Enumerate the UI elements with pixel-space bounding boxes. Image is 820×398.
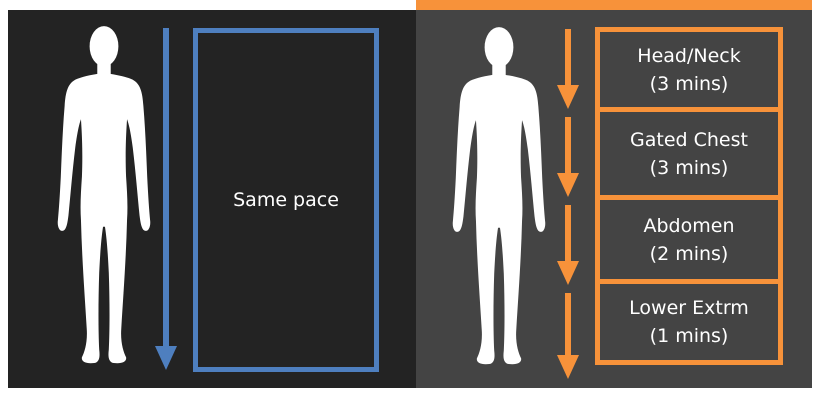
region-box-abdomen: Abdomen (2 mins) bbox=[595, 200, 783, 284]
variable-pace-panel: Head/Neck (3 mins) Gated Chest (3 mins) … bbox=[416, 0, 812, 388]
human-silhouette-icon bbox=[56, 23, 152, 369]
arrow-down-icon bbox=[557, 293, 579, 379]
arrow-down-icon bbox=[557, 117, 579, 197]
region-box-lower-extremity: Lower Extrm (1 mins) bbox=[595, 284, 783, 365]
human-silhouette-icon bbox=[451, 24, 547, 370]
region-box-head-neck: Head/Neck (3 mins) bbox=[595, 27, 783, 112]
arrow-down-icon bbox=[557, 29, 579, 109]
region-name: Abdomen bbox=[643, 214, 735, 237]
region-box-gated-chest: Gated Chest (3 mins) bbox=[595, 112, 783, 200]
region-time: (1 mins) bbox=[649, 325, 729, 347]
region-time: (3 mins) bbox=[649, 156, 729, 179]
same-pace-label: Same pace bbox=[233, 189, 339, 211]
arrow-down-icon bbox=[155, 28, 177, 370]
region-time: (2 mins) bbox=[649, 242, 729, 265]
accent-strip bbox=[416, 0, 812, 10]
arrow-down-icon bbox=[557, 205, 579, 285]
region-name: Gated Chest bbox=[630, 128, 748, 151]
region-name: Lower Extrm bbox=[629, 297, 749, 319]
region-name: Head/Neck bbox=[637, 44, 741, 67]
constant-pace-panel: Same pace bbox=[8, 10, 416, 388]
region-time: (3 mins) bbox=[649, 72, 729, 95]
same-pace-box: Same pace bbox=[193, 28, 379, 372]
